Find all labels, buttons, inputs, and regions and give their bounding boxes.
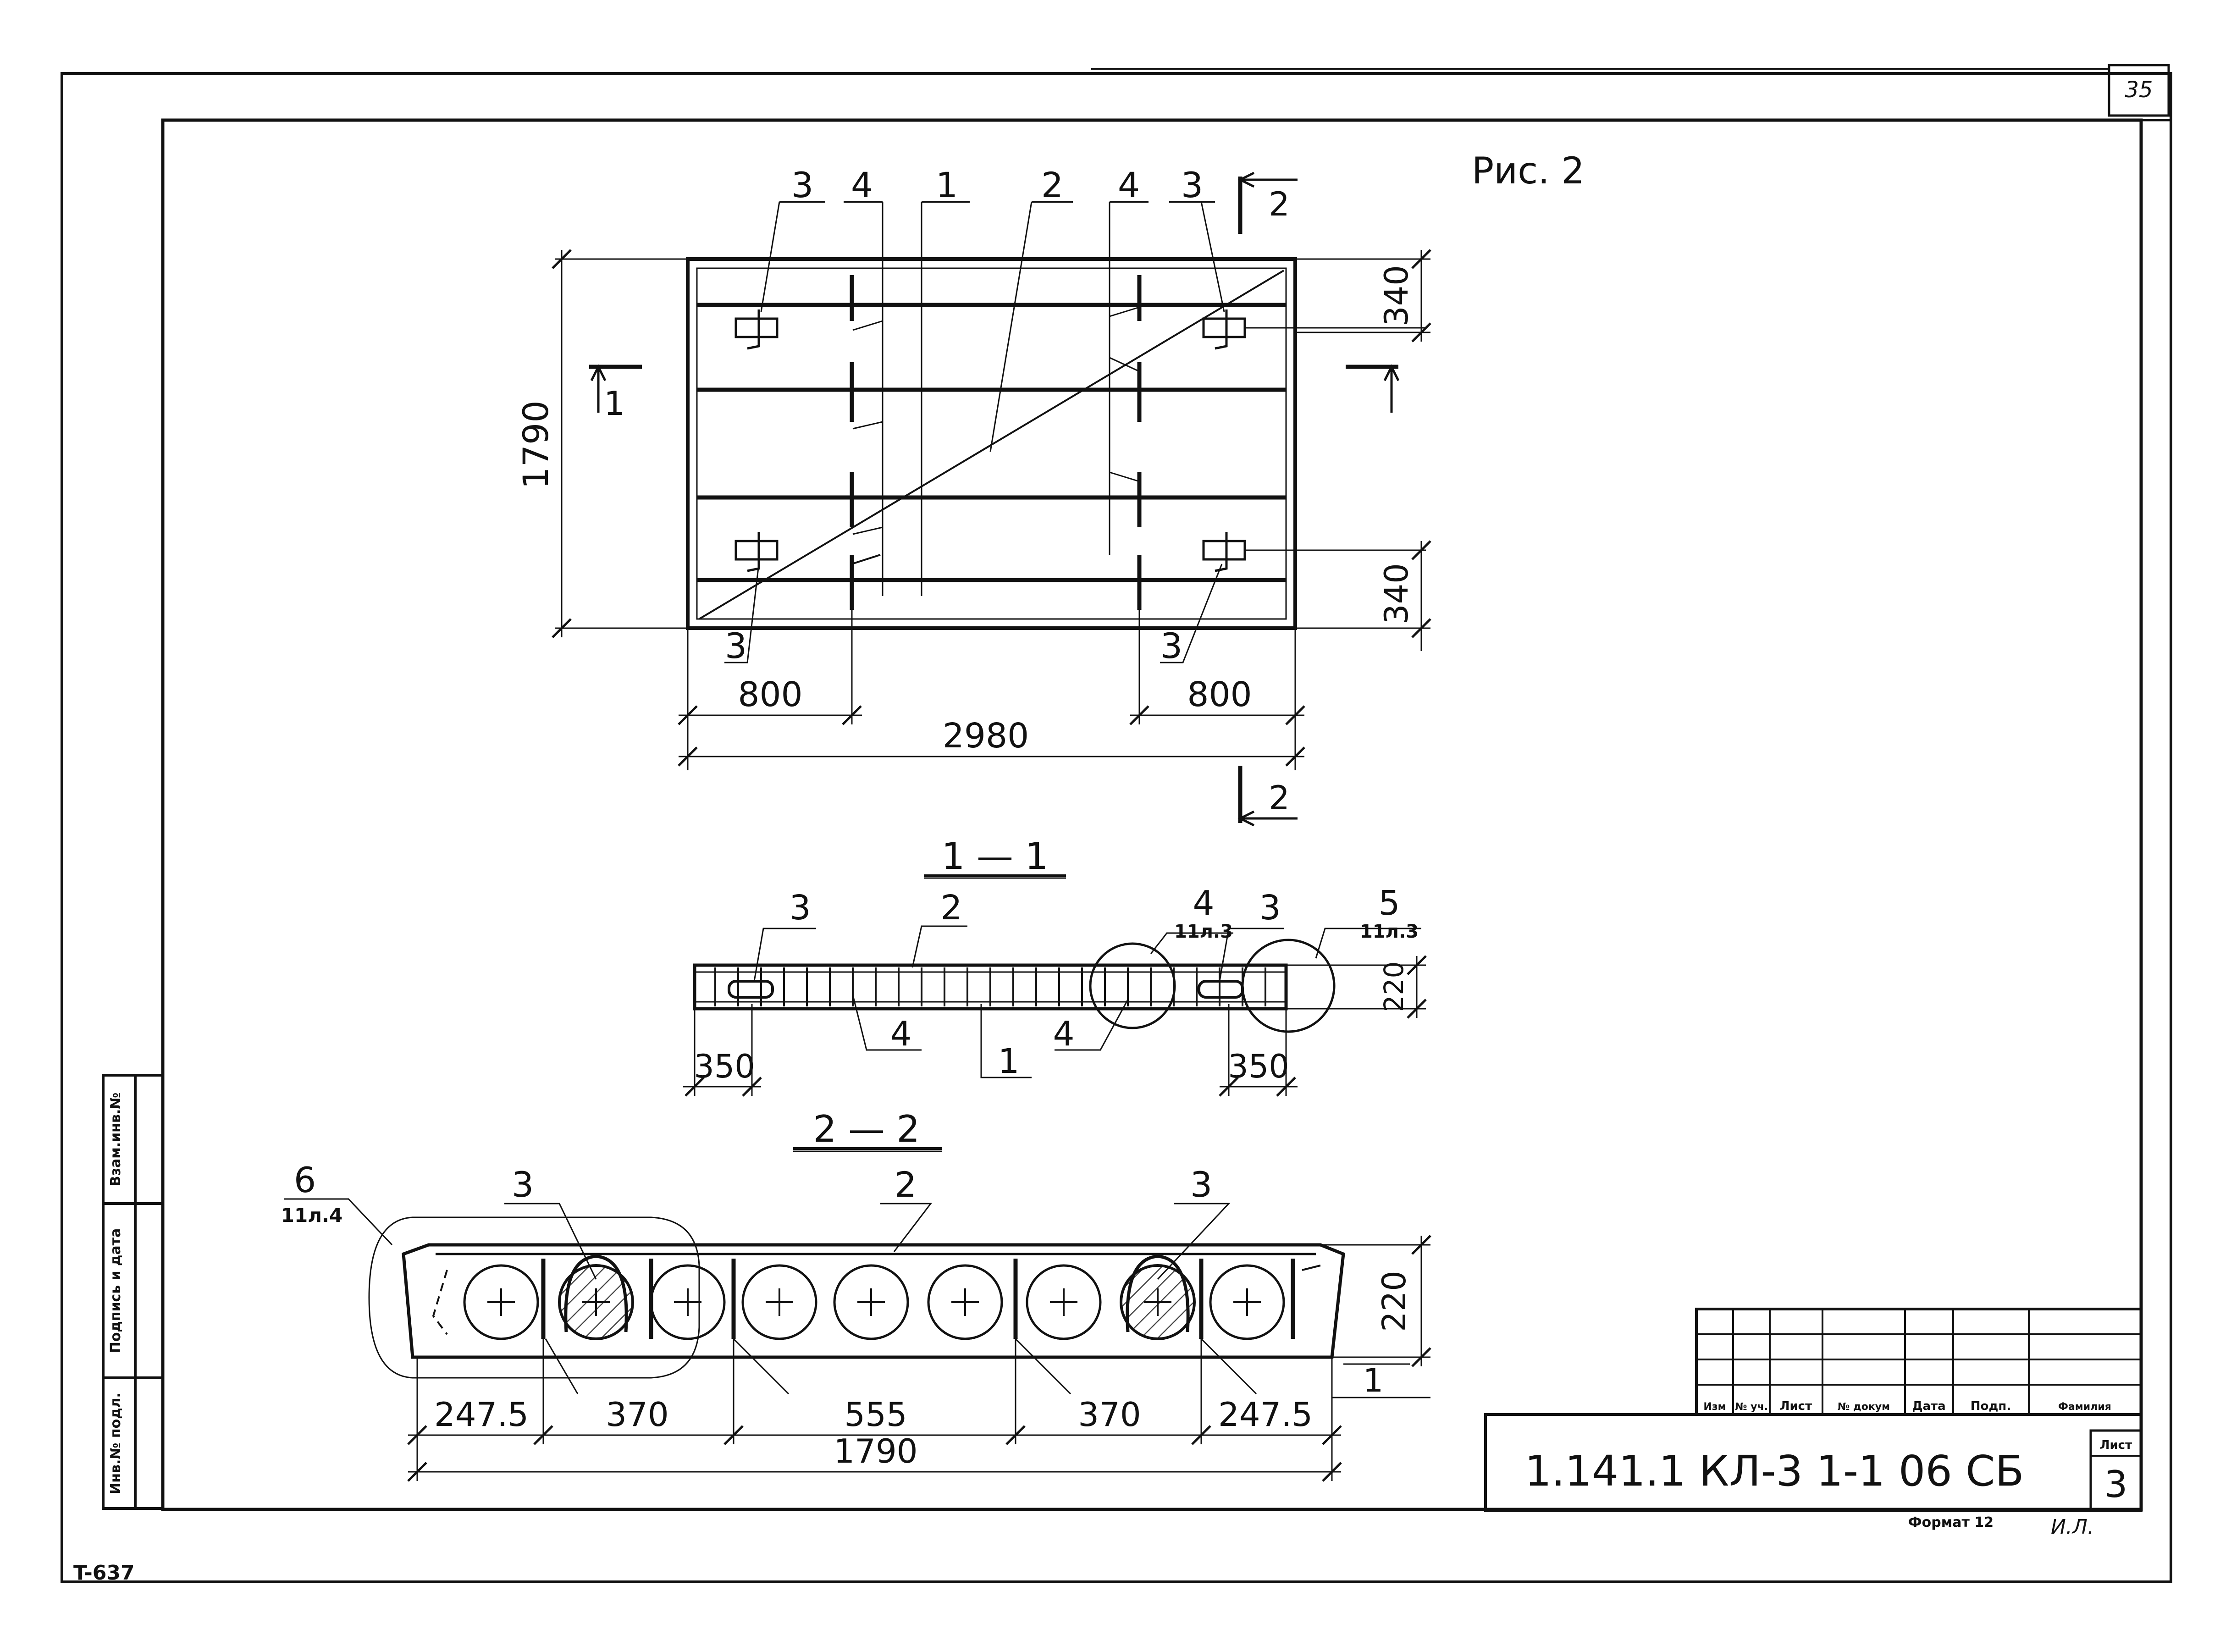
archive-code: T-637 (73, 1561, 135, 1585)
s11-callout-4-bottom-left: 4 (890, 1014, 911, 1054)
left-stamp (102, 1074, 164, 1510)
tb-col-list: Лист (1780, 1399, 1812, 1413)
plan-dim-top-right: 340 (1378, 265, 1415, 326)
plan-view (552, 171, 1431, 827)
s22-callout-6: 6 (294, 1160, 316, 1200)
plan-callout-3-bottom-left: 3 (725, 625, 747, 666)
section-1-1 (683, 874, 1427, 1097)
plan-callout-2-top: 2 (1041, 165, 1063, 205)
s22-dim-bottom-1: 247.5 (434, 1395, 529, 1434)
s11-dim-right: 350 (1228, 1048, 1289, 1085)
s11-callout-3-right: 3 (1259, 888, 1281, 928)
s11-dim-left: 350 (694, 1048, 755, 1085)
sheet-frame (61, 64, 2172, 1583)
plan-callout-3-top-left: 3 (791, 165, 813, 205)
drawing-designation: 1.141.1 КЛ-3 1-1 06 СБ (1524, 1447, 2024, 1496)
stamp-label-podpis-data: Подпись и дата (108, 1228, 124, 1353)
s22-dim-height: 220 (1375, 1271, 1413, 1332)
s11-callout-5: 5 (1378, 884, 1400, 923)
section-1-1-title: 1 — 1 (942, 835, 1049, 878)
s11-callout-1-bottom: 1 (998, 1042, 1019, 1081)
s22-dim-bottom-5: 247.5 (1218, 1395, 1313, 1434)
plan-callout-4-top-left: 4 (851, 165, 873, 205)
s22-callout-6-ref: 11л.4 (281, 1204, 342, 1227)
s11-callout-5-ref: 11л.3 (1360, 921, 1419, 942)
plan-callout-3-top-right: 3 (1181, 165, 1203, 205)
tb-col-data: Дата (1912, 1399, 1945, 1413)
s22-callout-3-right: 3 (1190, 1164, 1212, 1205)
s22-callout-2: 2 (895, 1164, 917, 1205)
s22-callout-3-left: 3 (512, 1164, 534, 1205)
plan-dim-bottom-right: 340 (1378, 563, 1415, 624)
tb-col-nuch: № уч. (1735, 1401, 1768, 1413)
stamp-label-vzam-inv: Взам.инв.№ (108, 1093, 124, 1187)
s11-callout-4-top: 4 (1193, 884, 1214, 923)
figure-title: Рис. 2 (1472, 149, 1585, 192)
tb-col-familiya: Фамилия (2058, 1401, 2111, 1413)
plan-callout-1-top: 1 (936, 165, 958, 205)
s22-dim-bottom-3: 555 (844, 1395, 907, 1434)
s11-dim-height: 220 (1378, 961, 1409, 1012)
sheet-label: Лист (2100, 1438, 2132, 1452)
s11-callout-3-left: 3 (789, 888, 811, 928)
handwritten-mark: И.Л. (2051, 1515, 2094, 1539)
plan-callout-4-top-right: 4 (1118, 165, 1140, 205)
stamp-label-inv-podl: Инв.№ подл. (108, 1392, 124, 1494)
tb-col-podp: Подп. (1971, 1399, 2011, 1413)
plan-callout-3-bottom-right: 3 (1160, 625, 1182, 666)
plan-section-mark-2-bottom: 2 (1269, 779, 1290, 817)
plan-dim-length: 2980 (943, 716, 1029, 756)
plan-section-mark-2-top: 2 (1269, 185, 1290, 223)
s11-callout-4-bottom-right: 4 (1053, 1014, 1074, 1054)
section-2-2 (284, 1147, 1431, 1482)
sheet-corner-number: 35 (2125, 77, 2153, 103)
s22-dim-bottom-4: 370 (1078, 1395, 1141, 1434)
s22-dim-total: 1790 (834, 1432, 917, 1470)
format-label: Формат 12 (1908, 1514, 1994, 1530)
plan-section-mark-1: 1 (604, 384, 625, 423)
section-2-2-title: 2 — 2 (813, 1108, 920, 1150)
tb-col-ndokum: № докум (1838, 1401, 1890, 1413)
s22-dim-bottom-2: 370 (606, 1395, 668, 1434)
tb-col-izm: Изм (1703, 1401, 1726, 1413)
plan-dim-edge-left: 800 (738, 675, 802, 714)
s11-callout-4-top-ref: 11л.3 (1174, 921, 1233, 942)
plan-dim-edge-right: 800 (1187, 675, 1252, 714)
sheet-number: 3 (2104, 1463, 2128, 1506)
plan-dim-width: 1790 (515, 400, 556, 489)
s22-callout-1-right: 1 (1363, 1362, 1384, 1399)
s11-callout-2: 2 (940, 888, 962, 928)
title-block (1484, 1308, 2143, 1512)
